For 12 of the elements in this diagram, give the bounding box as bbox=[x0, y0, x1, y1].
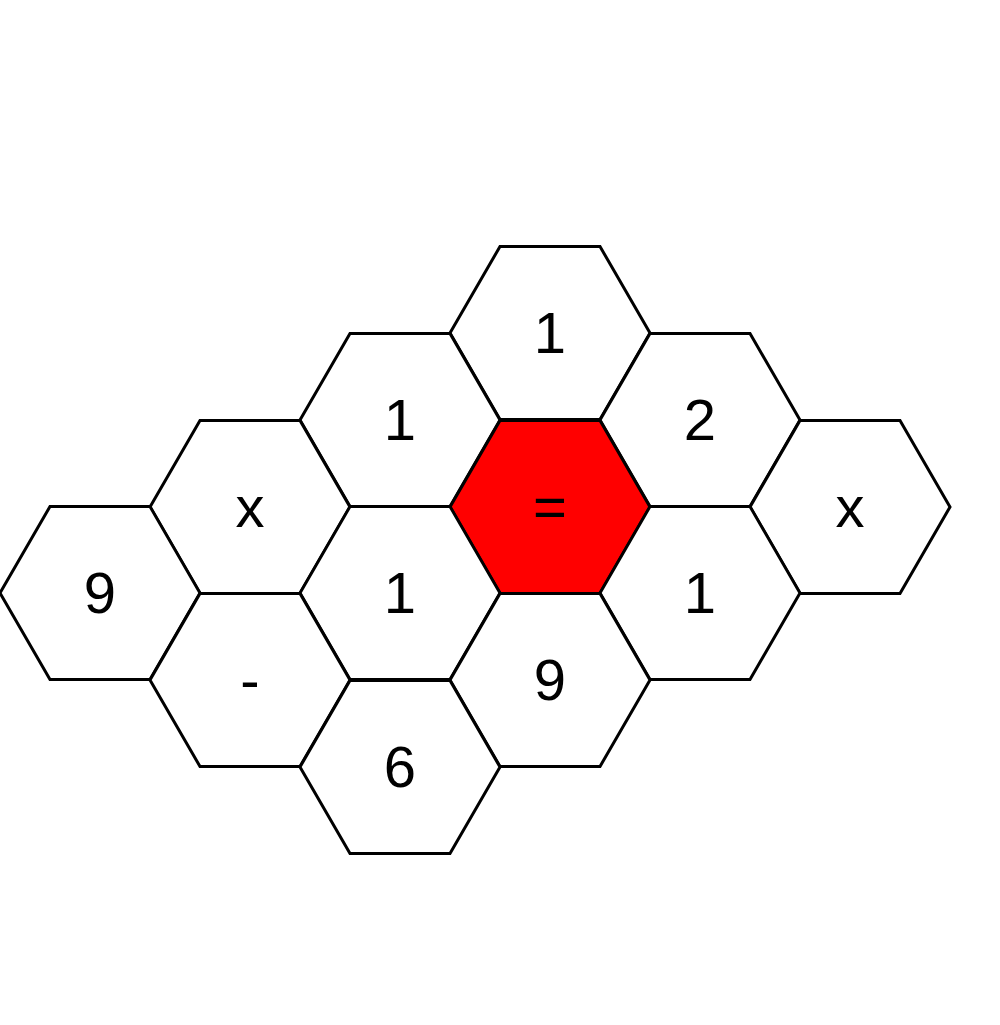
cell-symbol: 1 bbox=[382, 386, 418, 454]
cell-symbol: x bbox=[834, 473, 866, 541]
cell-symbol: 1 bbox=[532, 299, 568, 367]
cell-symbol: 1 bbox=[382, 559, 418, 627]
cell-symbol: 1 bbox=[682, 559, 718, 627]
cell-symbol: x bbox=[234, 473, 266, 541]
cell-symbol: 6 bbox=[382, 733, 418, 801]
cell-symbol: 9 bbox=[82, 559, 118, 627]
cell-symbol: - bbox=[239, 646, 261, 714]
cell-symbol: = bbox=[532, 473, 568, 541]
cell-symbol: 9 bbox=[532, 646, 568, 714]
cell-symbol: 2 bbox=[682, 386, 718, 454]
